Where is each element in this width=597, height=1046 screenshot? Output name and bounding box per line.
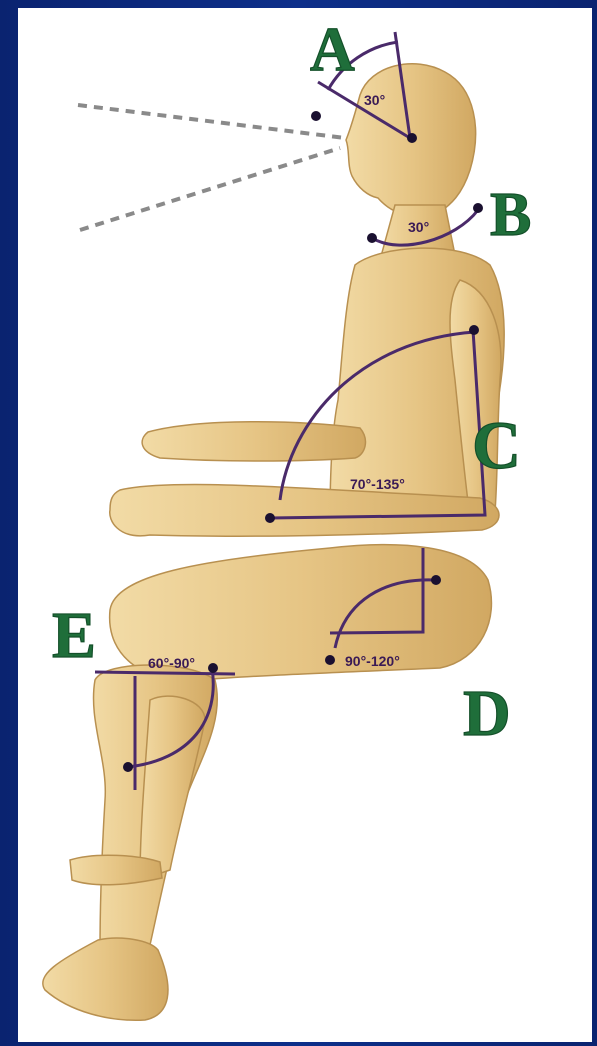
angle-b-label: 30° [408, 219, 429, 235]
letter-e: E [52, 599, 96, 672]
letter-c: C [472, 407, 521, 483]
letter-b: B [490, 181, 531, 249]
dot-b-right [473, 203, 483, 213]
dot-a-left [311, 111, 321, 121]
dot-c-top [469, 325, 479, 335]
sight-line-upper [78, 105, 345, 138]
angle-d-label: 90°-120° [345, 653, 400, 669]
dot-e-right [208, 663, 218, 673]
dot-c-left [265, 513, 275, 523]
dot-e-bottom [123, 762, 133, 772]
far-forearm [142, 422, 365, 461]
dot-d-top [431, 575, 441, 585]
letter-a: A [310, 16, 355, 84]
seated-figure [43, 64, 504, 1021]
letter-d: D [463, 677, 511, 750]
far-foot [70, 855, 162, 885]
sight-line-lower [80, 148, 340, 230]
angle-e-label: 60°-90° [148, 655, 195, 671]
dot-d-left [325, 655, 335, 665]
dot-a-center [407, 133, 417, 143]
angle-a-label: 30° [364, 92, 385, 108]
far-lower-leg [140, 696, 205, 880]
dot-b-left [367, 233, 377, 243]
angle-c-label: 70°-135° [350, 476, 405, 492]
sight-lines [78, 105, 345, 230]
near-foot [43, 938, 168, 1020]
